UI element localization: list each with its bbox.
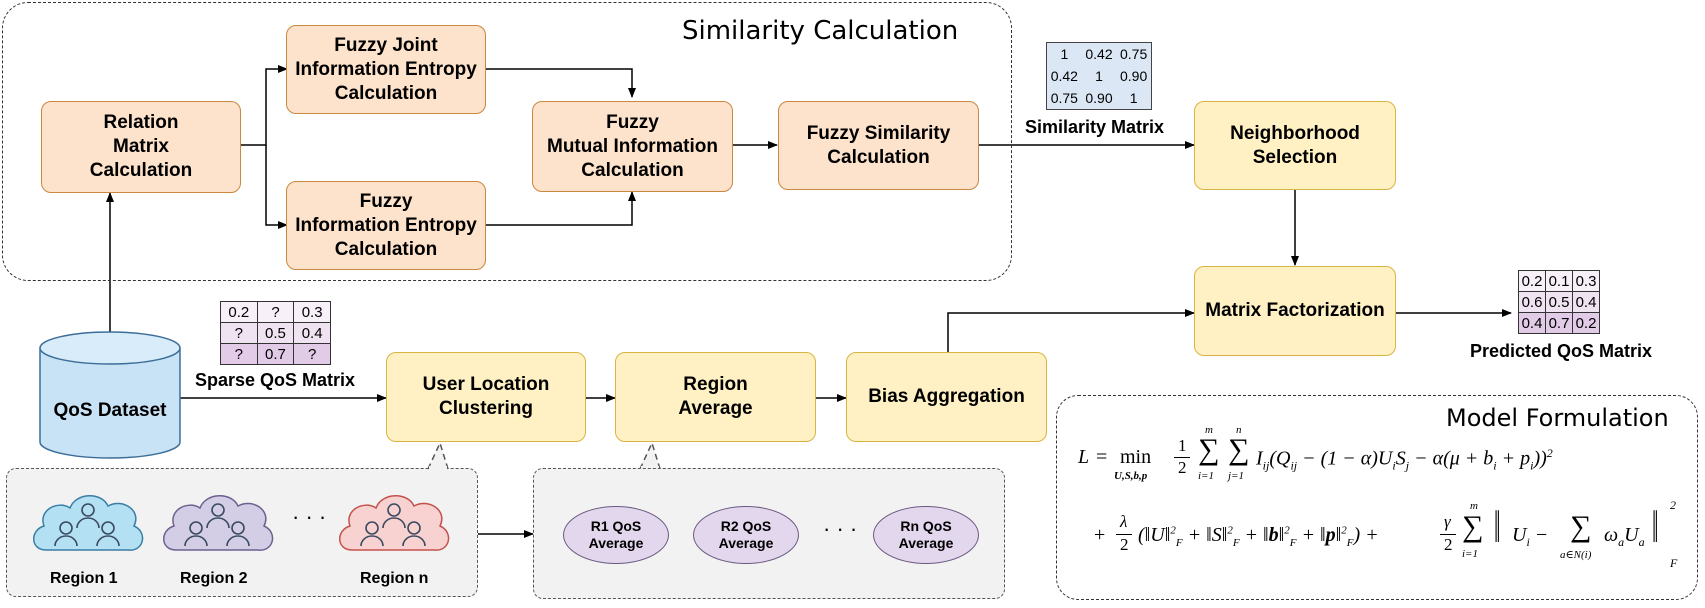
- arrow-entropy-to-mutual: [486, 191, 636, 226]
- region-n-label: Region n: [360, 570, 429, 587]
- neighborhood-selection-box[interactable]: Neighborhood Selection: [1194, 101, 1396, 190]
- r1-qos-average-label: R1 QoS Average: [588, 518, 644, 551]
- fuzzy-similarity-box[interactable]: Fuzzy Similarity Calculation: [778, 101, 979, 190]
- r1-qos-average-node[interactable]: R1 QoS Average: [563, 506, 669, 564]
- matrix-cell: 1: [1095, 67, 1103, 84]
- matrix-cell: 1: [1129, 89, 1138, 106]
- arrow-bias-to-factorization: [947, 309, 1195, 352]
- matrix-factorization-label: Matrix Factorization: [1205, 300, 1385, 321]
- fuzzy-mutual-information-box[interactable]: Fuzzy Mutual Information Calculation: [532, 101, 733, 192]
- region-2-cloud-icon: [163, 495, 274, 551]
- region-n-cloud-icon: [339, 495, 450, 551]
- relation-matrix-label: Relation Matrix Calculation: [89, 112, 193, 181]
- fuzzy-mutual-information-label: Fuzzy Mutual Information Calculation: [547, 111, 718, 181]
- bias-aggregation-label: Bias Aggregation: [868, 386, 1025, 407]
- matrix-cell: 1: [1060, 46, 1069, 63]
- matrix-cell: 0.2: [1572, 312, 1600, 334]
- region-average-box[interactable]: Region Average: [615, 352, 816, 442]
- user-location-clustering-box[interactable]: User Location Clustering: [386, 352, 586, 442]
- matrix-cell: 0.3: [1572, 270, 1600, 292]
- sparse-qos-matrix-label: Sparse QoS Matrix: [195, 370, 356, 390]
- arrow-relation-to-joint: [241, 65, 288, 146]
- region-1-cloud-icon: [33, 495, 144, 551]
- matrix-cell: 0.75: [1050, 89, 1078, 106]
- model-formulation-region: [1056, 395, 1698, 600]
- fuzzy-entropy-box[interactable]: Fuzzy Information Entropy Calculation: [286, 181, 486, 270]
- rn-qos-average-node[interactable]: Rn QoS Average: [873, 506, 979, 564]
- similarity-calculation-region: [2, 2, 1012, 281]
- matrix-cell: ?: [293, 343, 331, 365]
- region-1-label: Region 1: [50, 570, 118, 587]
- fuzzy-joint-entropy-box[interactable]: Fuzzy Joint Information Entropy Calculat…: [286, 25, 486, 114]
- matrix-cell: 0.5: [1545, 291, 1573, 313]
- relation-matrix-box[interactable]: Relation Matrix Calculation: [41, 101, 241, 193]
- matrix-cell: 0.42: [1085, 46, 1113, 63]
- predicted-qos-matrix-label: Predicted QoS Matrix: [1470, 341, 1653, 361]
- region-2-label: Region 2: [180, 570, 248, 587]
- database-icon[interactable]: [38, 330, 182, 462]
- matrix-cell: 0.42: [1050, 67, 1078, 84]
- matrix-factorization-box[interactable]: Matrix Factorization: [1194, 266, 1396, 356]
- matrix-cell: 0.7: [256, 343, 295, 365]
- qos-dataset-label: QoS Dataset: [53, 400, 167, 421]
- matrix-cell: 0.6: [1518, 291, 1546, 313]
- arrow-joint-to-mutual: [486, 68, 636, 98]
- matrix-cell: 0.4: [293, 322, 331, 344]
- matrix-cell: 0.75: [1120, 46, 1148, 63]
- region-ellipsis: · · ·: [292, 504, 327, 529]
- fuzzy-joint-entropy-label: Fuzzy Joint Information Entropy Calculat…: [295, 34, 477, 104]
- neighborhood-selection-label: Neighborhood Selection: [1230, 122, 1360, 168]
- similarity-matrix-label: Similarity Matrix: [1025, 117, 1165, 137]
- r2-qos-average-node[interactable]: R2 QoS Average: [693, 506, 799, 564]
- r2-qos-average-label: R2 QoS Average: [718, 518, 774, 551]
- similarity-matrix: 1 0.42 0.75 0.42 1 0.90 0.75 0.90 1: [1046, 42, 1152, 110]
- region-average-label: Region Average: [678, 374, 753, 419]
- matrix-cell: 0.90: [1085, 89, 1113, 106]
- fuzzy-similarity-label: Fuzzy Similarity Calculation: [806, 122, 951, 168]
- similarity-calculation-title: Similarity Calculation: [682, 16, 959, 46]
- bias-aggregation-box[interactable]: Bias Aggregation: [846, 352, 1047, 442]
- user-location-clustering-label: User Location Clustering: [422, 374, 550, 419]
- matrix-cell: 0.4: [1518, 312, 1546, 334]
- matrix-cell: 0.90: [1120, 67, 1148, 84]
- rn-qos-average-label: Rn QoS Average: [898, 518, 954, 551]
- arrow-relation-to-entropy: [265, 145, 288, 229]
- average-ellipsis: · · ·: [823, 516, 858, 541]
- fuzzy-entropy-label: Fuzzy Information Entropy Calculation: [295, 190, 477, 260]
- model-formulation-title: Model Formulation: [1446, 404, 1669, 432]
- matrix-cell: 0.4: [1572, 291, 1600, 313]
